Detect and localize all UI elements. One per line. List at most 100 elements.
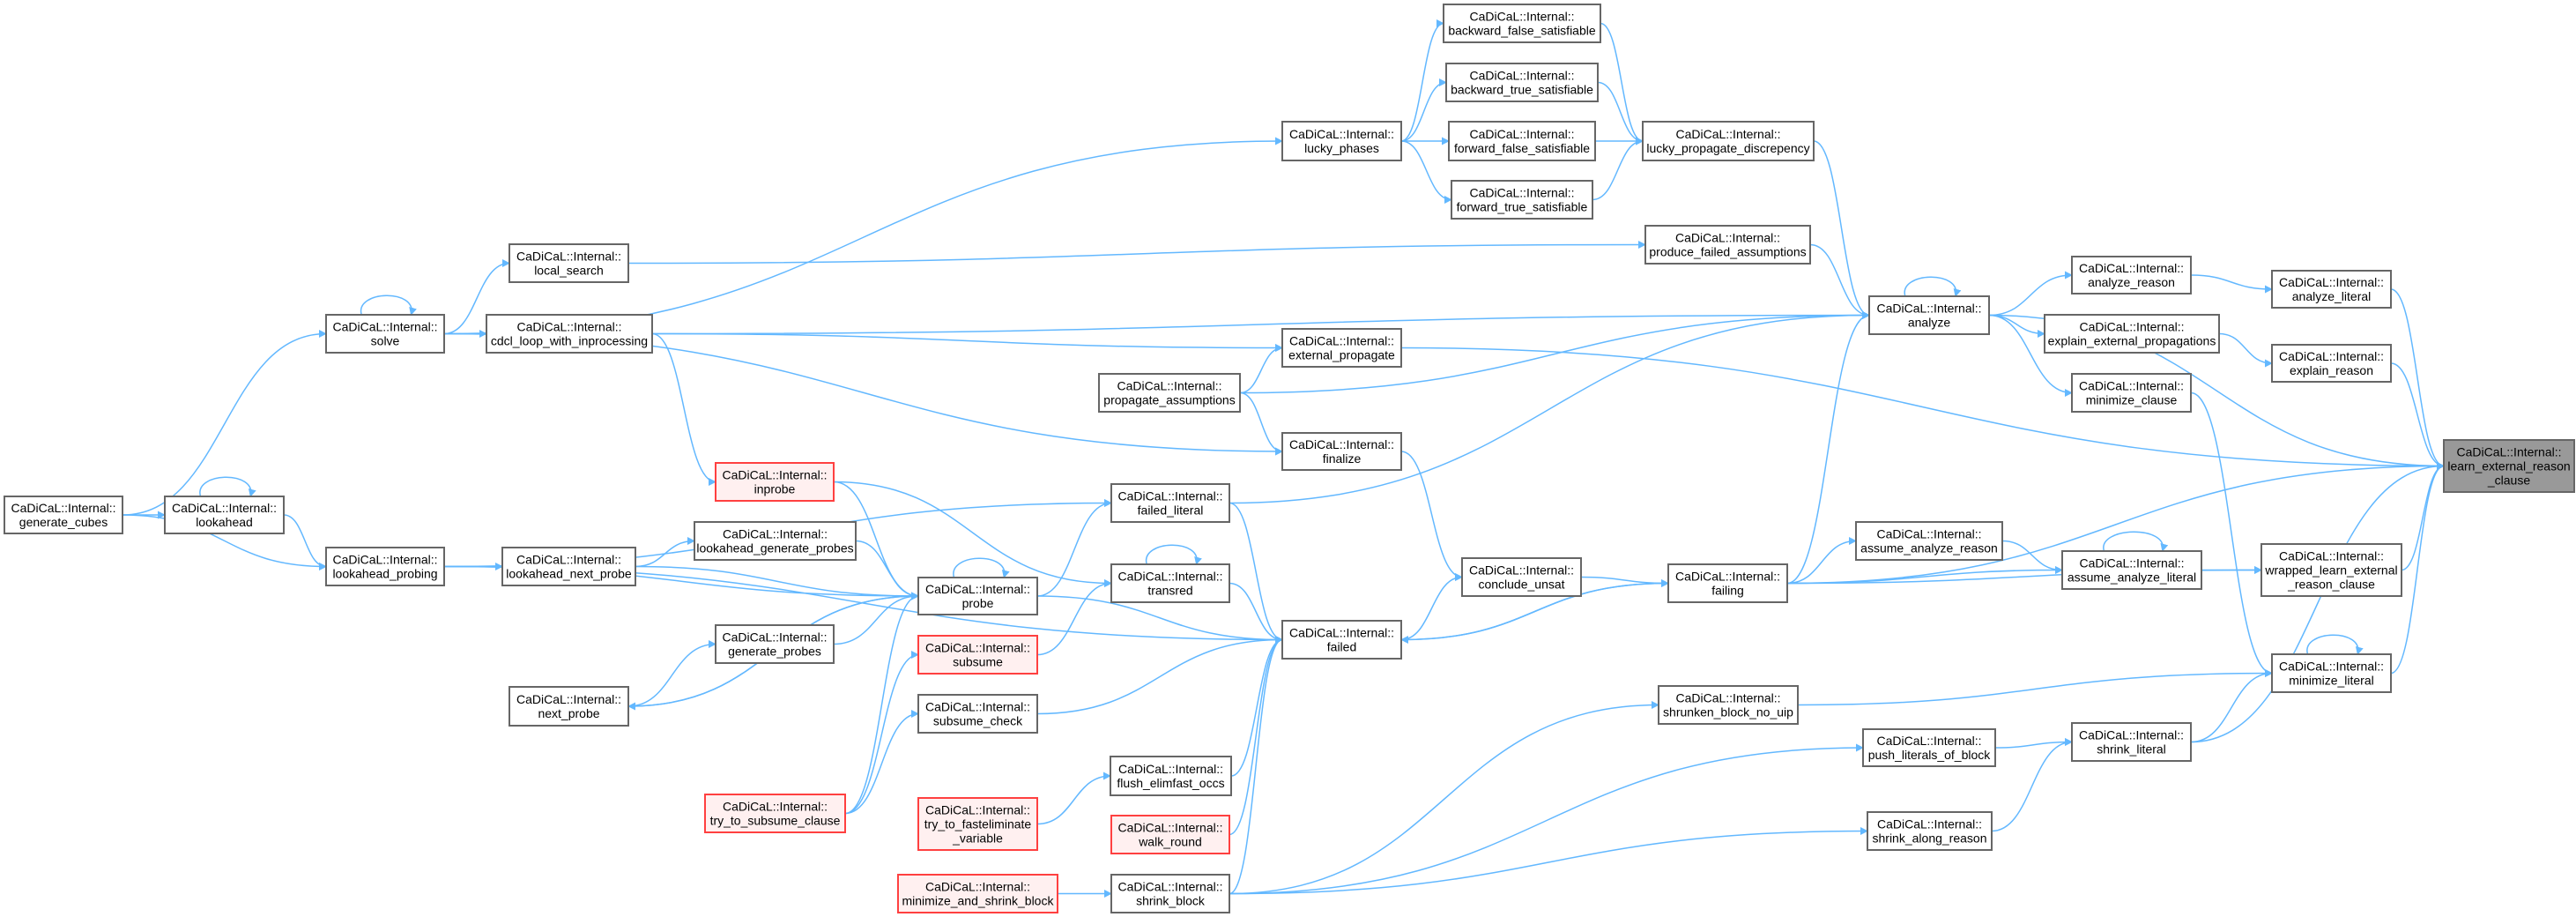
node-label-line: analyze_literal	[2292, 289, 2372, 303]
node-analyze-reason[interactable]: CaDiCaL::Internal::analyze_reason	[2071, 256, 2192, 294]
node-label-line: analyze	[1908, 316, 1950, 330]
node-local-search[interactable]: CaDiCaL::Internal::local_search	[509, 243, 629, 283]
node-label-line: CaDiCaL::Internal::	[1469, 127, 1574, 141]
node-external-propagate[interactable]: CaDiCaL::Internal::external_propagate	[1281, 328, 1402, 368]
node-flush-elimfast-occs[interactable]: CaDiCaL::Internal::flush_elimfast_occs	[1110, 756, 1232, 796]
node-lookahead[interactable]: CaDiCaL::Internal::lookahead	[164, 496, 285, 534]
node-generate-probes[interactable]: CaDiCaL::Internal::generate_probes	[715, 624, 835, 664]
node-analyze-literal[interactable]: CaDiCaL::Internal::analyze_literal	[2271, 270, 2392, 309]
node-label-line: solve	[371, 334, 400, 348]
node-lucky-propagate-discrepency[interactable]: CaDiCaL::Internal::lucky_propagate_discr…	[1642, 121, 1815, 161]
edge-shrink_along_reason-to-shrink_literal	[1991, 738, 2073, 832]
edge-shrink_block-to-push_literals_of_block	[1229, 743, 1864, 895]
node-failing[interactable]: CaDiCaL::Internal::failing	[1667, 563, 1788, 603]
node-forward-false-satisfiable[interactable]: CaDiCaL::Internal::forward_false_satisfi…	[1448, 121, 1596, 161]
node-box	[2271, 270, 2392, 309]
node-box	[1667, 563, 1788, 603]
node-lookahead-generate-probes[interactable]: CaDiCaL::Internal::lookahead_generate_pr…	[694, 521, 857, 561]
node-label-line: generate_cubes	[19, 515, 108, 529]
node-solve[interactable]: CaDiCaL::Internal::solve	[325, 314, 445, 354]
node-minimize-literal[interactable]: CaDiCaL::Internal::minimize_literal	[2271, 653, 2392, 693]
edge-solve-to-local_search	[443, 259, 510, 335]
node-try-to-subsume-clause[interactable]: CaDiCaL::Internal::try_to_subsume_clause	[704, 794, 846, 833]
edge-explain_reason-to-learn_external_reason_clause	[2390, 362, 2445, 470]
node-push-literals-of-block[interactable]: CaDiCaL::Internal::push_literals_of_bloc…	[1862, 728, 1996, 767]
node-failed[interactable]: CaDiCaL::Internal::failed	[1281, 620, 1402, 660]
node-subsume-check[interactable]: CaDiCaL::Internal::subsume_check	[917, 694, 1038, 734]
edge-propagate_assumptions-to-analyze	[1239, 311, 1870, 394]
edge-lucky_phases-to-backward_false_satisfiable	[1400, 19, 1444, 142]
node-box	[2260, 543, 2402, 597]
node-inprobe[interactable]: CaDiCaL::Internal::inprobe	[715, 462, 835, 502]
node-conclude-unsat[interactable]: CaDiCaL::Internal::conclude_unsat	[1461, 557, 1582, 597]
node-failed-literal[interactable]: CaDiCaL::Internal::failed_literal	[1110, 483, 1230, 523]
node-box	[2071, 373, 2192, 413]
node-label-line: conclude_unsat	[1478, 578, 1564, 592]
node-label-line: CaDiCaL::Internal::	[2279, 660, 2384, 674]
node-box	[1443, 4, 1601, 43]
node-lookahead-probing[interactable]: CaDiCaL::Internal::lookahead_probing	[325, 547, 445, 586]
node-wrapped-learn-external-reason-clause[interactable]: CaDiCaL::Internal::wrapped_learn_externa…	[2260, 543, 2402, 597]
node-lucky-phases[interactable]: CaDiCaL::Internal::lucky_phases	[1281, 121, 1402, 161]
node-box	[1281, 432, 1402, 471]
node-label-line: CaDiCaL::Internal::	[1675, 231, 1780, 245]
edge-flush_elimfast_occs-to-failed	[1230, 636, 1283, 777]
node-shrink-along-reason[interactable]: CaDiCaL::Internal::shrink_along_reason	[1867, 811, 1993, 851]
node-next-probe[interactable]: CaDiCaL::Internal::next_probe	[509, 686, 629, 727]
node-label-line: CaDiCaL::Internal::	[723, 800, 828, 814]
node-backward-true-satisfiable[interactable]: CaDiCaL::Internal::backward_true_satisfi…	[1445, 63, 1599, 102]
node-walk-round[interactable]: CaDiCaL::Internal::walk_round	[1110, 815, 1230, 854]
node-probe[interactable]: CaDiCaL::Internal::probe	[917, 577, 1038, 615]
node-label-line: CaDiCaL::Internal::	[925, 803, 1030, 817]
node-label-line: wrapped_learn_external	[2264, 563, 2397, 578]
node-shrink-literal[interactable]: CaDiCaL::Internal::shrink_literal	[2071, 722, 2192, 762]
node-minimize-clause[interactable]: CaDiCaL::Internal::minimize_clause	[2071, 373, 2192, 413]
node-assume-analyze-reason[interactable]: CaDiCaL::Internal::assume_analyze_reason	[1855, 521, 2003, 561]
node-box	[1658, 685, 1799, 725]
node-box	[704, 794, 846, 833]
node-forward-true-satisfiable[interactable]: CaDiCaL::Internal::forward_true_satisfia…	[1451, 180, 1593, 220]
node-label-line: CaDiCaL::Internal::	[1469, 10, 1574, 24]
node-backward-false-satisfiable[interactable]: CaDiCaL::Internal::backward_false_satisf…	[1443, 4, 1601, 43]
node-subsume[interactable]: CaDiCaL::Internal::subsume	[917, 635, 1038, 675]
node-label-line: assume_analyze_reason	[1860, 541, 1998, 555]
node-explain-reason[interactable]: CaDiCaL::Internal::explain_reason	[2271, 344, 2392, 383]
node-lookahead-next-probe[interactable]: CaDiCaL::Internal::lookahead_next_probe	[501, 547, 636, 586]
node-explain-external-propagations[interactable]: CaDiCaL::Internal::explain_external_prop…	[2044, 314, 2220, 354]
node-label-line: minimize_and_shrink_block	[902, 894, 1055, 908]
node-label-line: CaDiCaL::Internal::	[332, 320, 437, 334]
node-box	[1642, 121, 1815, 161]
edge-subsume_check-to-failed	[1036, 636, 1283, 715]
node-generate-cubes[interactable]: CaDiCaL::Internal::generate_cubes	[4, 496, 123, 534]
node-finalize[interactable]: CaDiCaL::Internal::finalize	[1281, 432, 1402, 471]
edge-analyze-to-analyze_reason	[1988, 271, 2073, 317]
node-label-line: generate_probes	[728, 645, 821, 659]
node-box	[509, 686, 629, 727]
edge-failing-to-learn_external_reason_clause	[1786, 462, 2445, 585]
node-label-line: CaDiCaL::Internal::	[516, 250, 621, 264]
node-cdcl-loop-with-inprocessing[interactable]: CaDiCaL::Internal::cdcl_loop_with_inproc…	[486, 314, 653, 354]
node-shrink-block[interactable]: CaDiCaL::Internal::shrink_block	[1110, 874, 1230, 913]
node-analyze[interactable]: CaDiCaL::Internal::analyze	[1868, 295, 1990, 335]
edge-transred-to-failed	[1229, 582, 1283, 644]
node-box	[917, 694, 1038, 734]
node-label-line: CaDiCaL::Internal::	[2079, 556, 2184, 570]
node-label-line: CaDiCaL::Internal::	[1117, 489, 1222, 503]
node-produce-failed-assumptions[interactable]: CaDiCaL::Internal::produce_failed_assump…	[1644, 225, 1811, 265]
node-label-line: CaDiCaL::Internal::	[1675, 570, 1780, 584]
node-learn-external-reason-clause[interactable]: CaDiCaL::Internal::learn_external_reason…	[2443, 439, 2575, 493]
node-label-line: CaDiCaL::Internal::	[2279, 349, 2384, 363]
node-transred[interactable]: CaDiCaL::Internal::transred	[1110, 563, 1230, 603]
node-box	[1281, 121, 1402, 161]
node-try-to-fasteliminate-variable[interactable]: CaDiCaL::Internal::try_to_fasteliminate_…	[917, 797, 1038, 851]
node-assume-analyze-literal[interactable]: CaDiCaL::Internal::assume_analyze_litera…	[2061, 550, 2202, 590]
node-propagate-assumptions[interactable]: CaDiCaL::Internal::propagate_assumptions	[1098, 373, 1241, 413]
node-label-line: CaDiCaL::Internal::	[1289, 334, 1394, 348]
node-box	[1461, 557, 1582, 597]
node-label-line: CaDiCaL::Internal::	[1469, 69, 1574, 83]
edge-analyze_literal-to-learn_external_reason_clause	[2390, 288, 2445, 470]
node-minimize-and-shrink-block[interactable]: CaDiCaL::Internal::minimize_and_shrink_b…	[897, 874, 1058, 913]
node-shrunken-block-no-uip[interactable]: CaDiCaL::Internal::shrunken_block_no_uip	[1658, 685, 1799, 725]
edge-minimize_clause-to-minimize_literal	[2190, 391, 2273, 677]
edge-conclude_unsat-to-failing	[1580, 576, 1669, 587]
